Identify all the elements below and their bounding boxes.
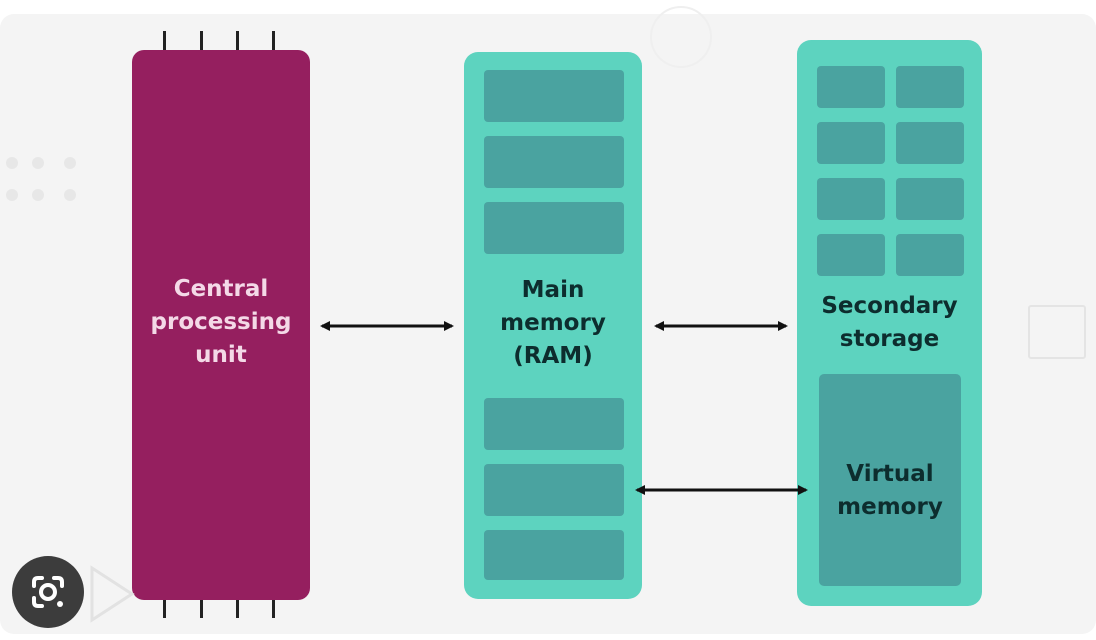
storage-label-line: storage (839, 326, 940, 352)
cpu-label-line: processing (150, 309, 292, 335)
storage-slot (896, 234, 964, 276)
cpu-label-line: unit (195, 342, 247, 368)
virtual-memory-block: Virtual memory (819, 374, 961, 586)
ram-block: Main memory (RAM) (464, 52, 642, 599)
cpu-label: Central processing unit (132, 273, 310, 372)
ram-slot (484, 530, 624, 580)
ram-label-line: Main (521, 277, 585, 303)
storage-slot (896, 66, 964, 108)
ram-slot (484, 398, 624, 450)
ram-label-line: (RAM) (513, 343, 593, 369)
virtual-memory-label-line: Virtual (846, 461, 934, 487)
ram-label-line: memory (500, 310, 606, 336)
ram-slot (484, 202, 624, 254)
storage-label-line: Secondary (821, 293, 958, 319)
storage-slot (817, 178, 885, 220)
cpu-label-line: Central (173, 276, 269, 302)
cpu-pin (163, 31, 166, 51)
cpu-pin (236, 31, 239, 51)
cpu-pin (272, 598, 275, 618)
ram-slot (484, 464, 624, 516)
decorative-square (1028, 305, 1086, 359)
camera-search-icon (32, 576, 64, 608)
decorative-circle (650, 6, 712, 68)
cpu-pin (200, 598, 203, 618)
virtual-memory-label: Virtual memory (819, 458, 961, 524)
visual-search-button[interactable] (12, 556, 84, 628)
ram-label: Main memory (RAM) (464, 274, 642, 373)
cpu-block: Central processing unit (132, 50, 310, 600)
ram-slot (484, 136, 624, 188)
secondary-storage-block: Secondary storage Virtual memory (797, 40, 982, 606)
cpu-pin (236, 598, 239, 618)
ram-slot (484, 70, 624, 122)
cpu-pin (163, 598, 166, 618)
storage-slot (817, 66, 885, 108)
virtual-memory-label-line: memory (837, 494, 943, 520)
decorative-triangle (90, 565, 135, 623)
secondary-storage-label: Secondary storage (797, 290, 982, 356)
cpu-pin (272, 31, 275, 51)
cpu-pin (200, 31, 203, 51)
storage-slot (896, 178, 964, 220)
storage-slot (817, 122, 885, 164)
storage-slot (896, 122, 964, 164)
storage-slot (817, 234, 885, 276)
